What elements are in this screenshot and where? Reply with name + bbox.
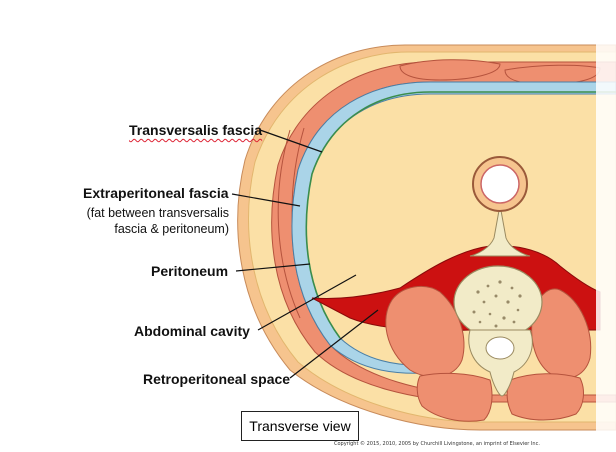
- transverse-view-label: Transverse view: [241, 411, 359, 441]
- spinal-canal: [485, 336, 515, 360]
- leader-lines: [231, 129, 379, 379]
- anterior-muscle-segment-right: [504, 64, 601, 85]
- psoas-muscle-left: [385, 285, 465, 378]
- leader-peritoneum: [235, 263, 311, 272]
- label-extraperitoneal-fascia: Extraperitoneal fascia: [83, 185, 229, 201]
- label-transversalis-fascia-text: Transversalis fascia: [129, 122, 263, 138]
- label-extraperitoneal-note: (fat between transversalis fascia & peri…: [87, 205, 229, 237]
- leader-retroperitoneal-space: [289, 309, 379, 379]
- vertebral-body: [453, 265, 543, 339]
- label-retroperitoneal-space: Retroperitoneal space: [143, 371, 291, 387]
- label-peritoneum: Peritoneum: [151, 263, 229, 279]
- back-muscle-right: [506, 373, 584, 421]
- label-abdominal-cavity: Abdominal cavity: [134, 323, 250, 339]
- vertebral-arch: [468, 329, 533, 397]
- right-edge-mask: [596, 0, 616, 452]
- mesentery-stalk: [469, 204, 531, 257]
- leader-extraperitoneal-fascia: [231, 193, 301, 207]
- lateral-muscle-stripe: [277, 129, 301, 319]
- back-muscle-left: [416, 372, 493, 422]
- intestine-lumen: [480, 164, 520, 204]
- label-transversalis-fascia: Transversalis fascia: [129, 122, 262, 138]
- leader-transversalis-fascia: [259, 129, 323, 153]
- peritoneum-line: [305, 91, 616, 339]
- label-extraperitoneal-note-line2: fascia & peritoneum): [114, 222, 229, 236]
- leader-abdominal-cavity: [257, 274, 357, 331]
- anterior-muscle-segment: [399, 59, 501, 81]
- vertebral-body-texture: [472, 280, 522, 328]
- copyright-notice: Copyright © 2015, 2010, 2005 by Churchil…: [334, 441, 540, 447]
- label-extraperitoneal-note-line1: (fat between transversalis: [86, 206, 229, 220]
